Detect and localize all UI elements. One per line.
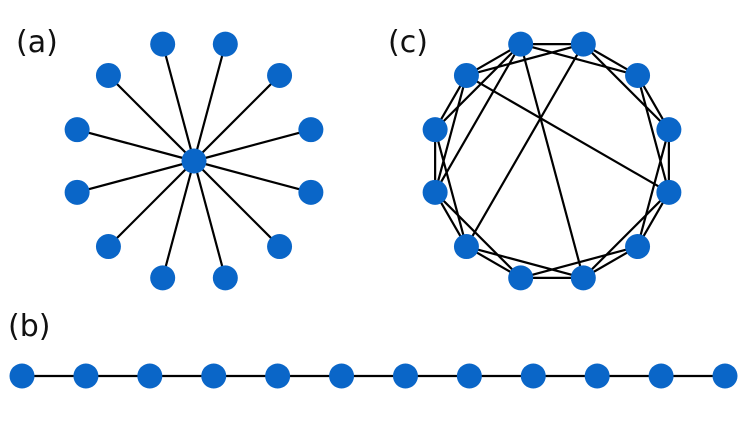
star-edge	[192, 128, 312, 163]
ring-edge	[434, 43, 522, 131]
star-leaf-node	[267, 62, 293, 88]
star-leaf-node	[64, 179, 90, 205]
panel-a-label: (a)	[16, 25, 58, 60]
star-edge	[192, 159, 312, 194]
path-node	[584, 363, 610, 389]
path-node	[648, 363, 674, 389]
panel-a-star-graph	[64, 31, 324, 291]
ring-edge	[582, 191, 670, 279]
star-edge	[76, 159, 196, 194]
star-edge	[192, 159, 281, 248]
ring-node	[453, 234, 479, 260]
panel-c-label: (c)	[388, 25, 428, 60]
ring-edge	[434, 191, 522, 279]
star-edge	[192, 43, 227, 163]
ring-edge	[519, 43, 639, 77]
ring-node	[656, 117, 682, 143]
chord-edge	[519, 43, 585, 279]
star-hub-node	[181, 148, 207, 174]
ring-node	[422, 179, 448, 205]
ring-node	[625, 234, 651, 260]
path-node	[329, 363, 355, 389]
ring-node	[570, 265, 596, 291]
star-edge	[161, 43, 196, 163]
panel-b-label: (b)	[8, 309, 50, 344]
star-edge	[107, 159, 196, 248]
star-leaf-node	[95, 234, 121, 260]
chord-edge	[465, 43, 585, 248]
path-node	[712, 363, 738, 389]
star-leaf-node	[150, 265, 176, 291]
ring-node	[422, 117, 448, 143]
star-edge	[161, 159, 196, 279]
panel-b-path-graph	[9, 363, 738, 389]
ring-edge	[434, 128, 468, 248]
star-leaf-node	[212, 265, 238, 291]
chord-edge	[465, 74, 670, 194]
ring-edge	[434, 74, 468, 194]
star-edge	[192, 74, 281, 163]
star-leaf-node	[64, 117, 90, 143]
ring-edge	[582, 43, 670, 131]
chord-edge	[434, 43, 522, 194]
ring-node	[508, 31, 534, 57]
ring-node	[570, 31, 596, 57]
path-node	[456, 363, 482, 389]
path-node	[201, 363, 227, 389]
star-edge	[76, 128, 196, 163]
path-node	[265, 363, 291, 389]
path-node	[520, 363, 546, 389]
star-leaf-node	[150, 31, 176, 57]
star-leaf-node	[95, 62, 121, 88]
path-node	[9, 363, 35, 389]
ring-edge	[636, 74, 670, 194]
path-node	[73, 363, 99, 389]
star-leaf-node	[267, 234, 293, 260]
star-leaf-node	[298, 179, 324, 205]
star-edge	[107, 74, 196, 163]
ring-node	[453, 62, 479, 88]
ring-node	[656, 179, 682, 205]
panel-c-ring-graph	[422, 31, 682, 291]
star-leaf-node	[298, 117, 324, 143]
path-node	[392, 363, 418, 389]
ring-edge	[636, 128, 670, 248]
ring-node	[508, 265, 534, 291]
star-edge	[192, 159, 227, 279]
ring-edge	[465, 245, 585, 279]
ring-node	[625, 62, 651, 88]
path-node	[137, 363, 163, 389]
star-leaf-node	[212, 31, 238, 57]
